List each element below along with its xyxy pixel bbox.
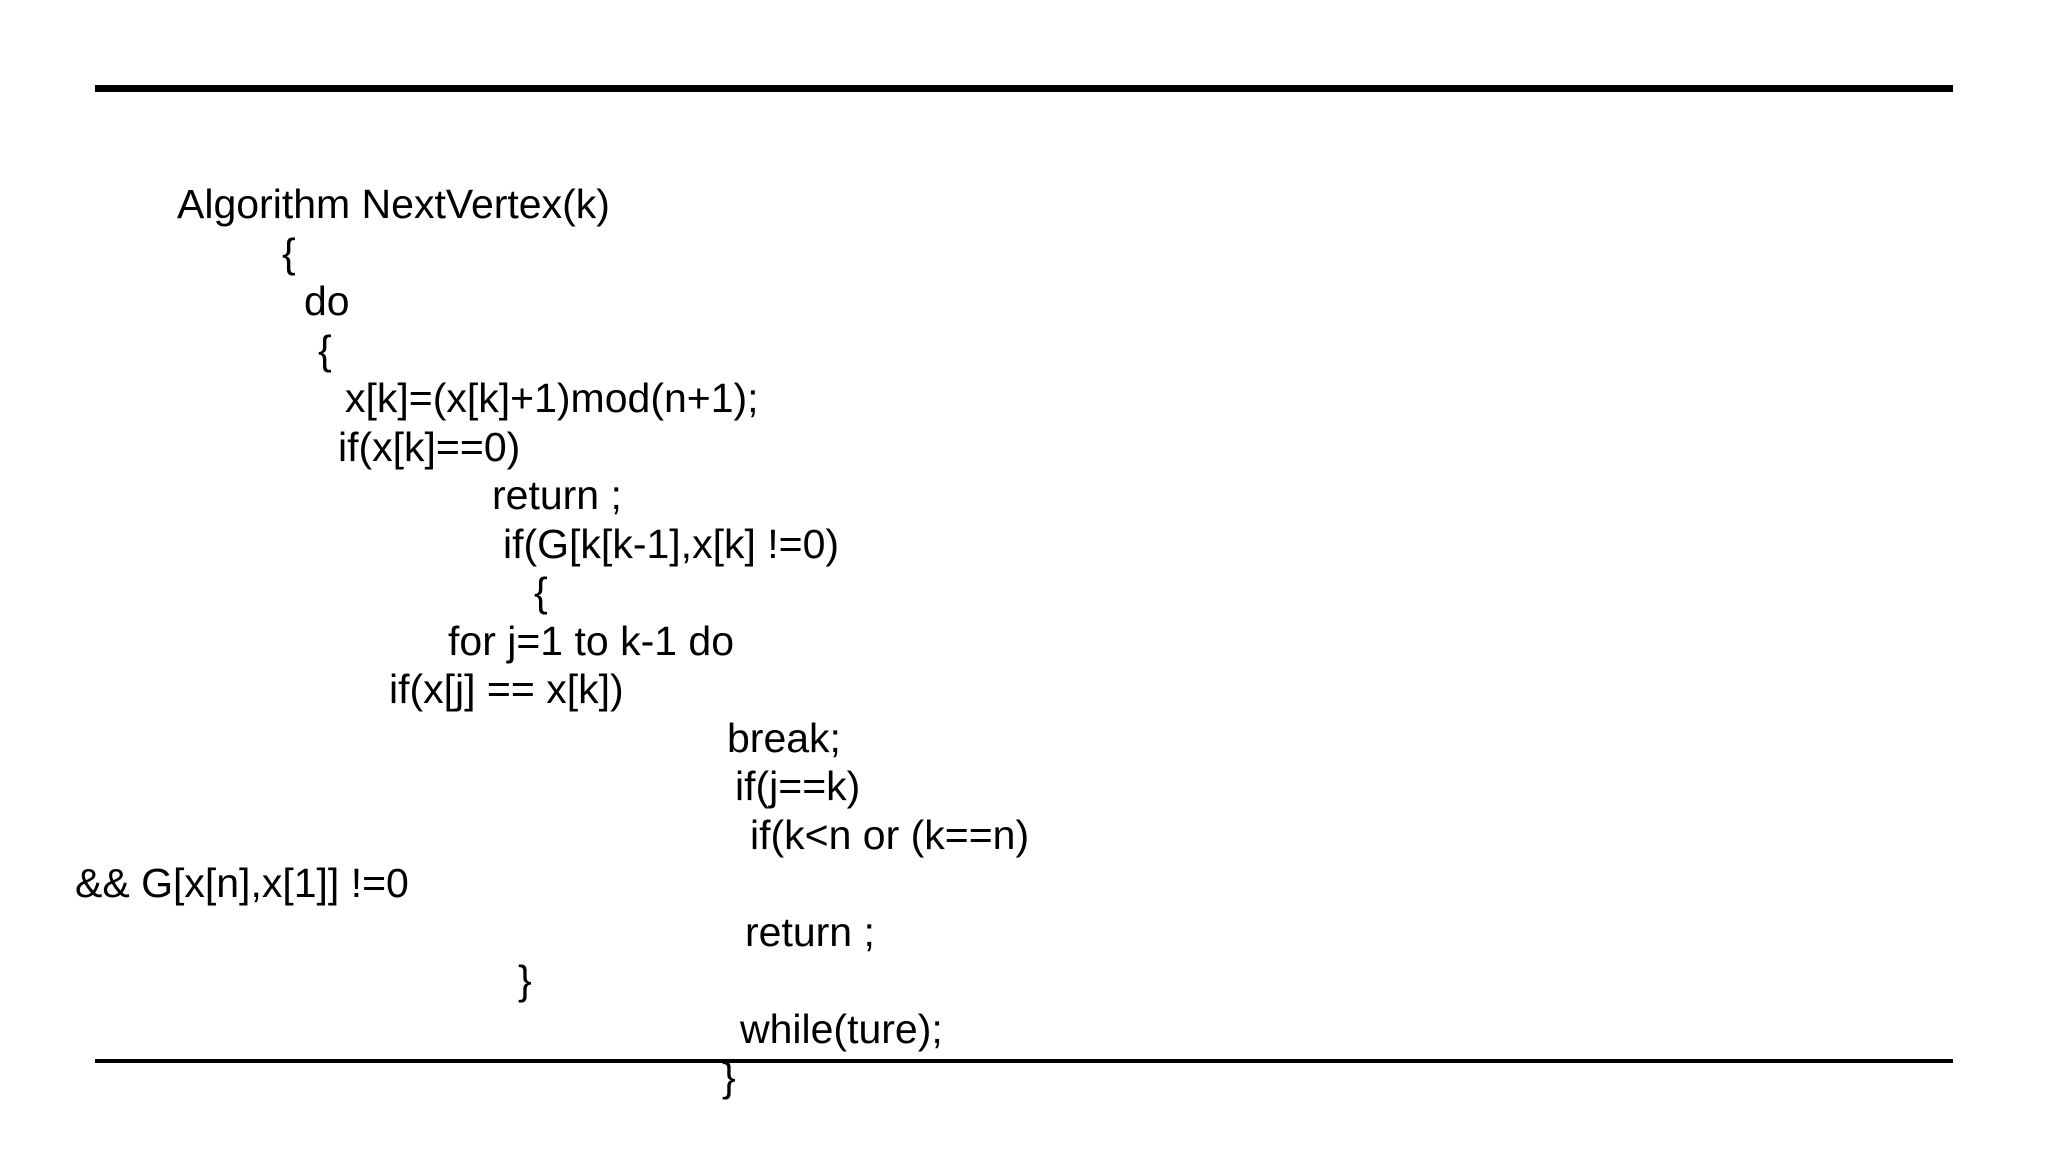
code-line-text: break; [727,714,841,761]
code-line-text: { [282,229,296,276]
code-line: for j=1 to k-1 do [0,617,2048,666]
code-line-text: if(G[k[k-1],x[k] !=0) [503,520,840,567]
algorithm-pseudocode-block: Algorithm NextVertex(k){do{x[k]=(x[k]+1)… [0,180,2048,1102]
code-line: } [0,956,2048,1005]
code-line: return ; [0,908,2048,957]
code-line: if(x[k]==0) [0,423,2048,472]
code-line: do [0,277,2048,326]
code-line-text: { [534,569,548,615]
code-line: if(G[k[k-1],x[k] !=0) [0,520,2048,569]
code-line-text: && G[x[n],x[1]] !=0 [75,860,409,906]
code-line: { [0,568,2048,617]
code-line: Algorithm NextVertex(k) [0,180,2048,229]
code-line-text: } [722,1054,736,1100]
code-line: if(j==k) [0,762,2048,811]
code-line-text: Algorithm NextVertex(k) [177,181,610,227]
code-line-text: if(j==k) [735,763,861,809]
code-line: { [0,229,2048,278]
code-line-text: if(x[k]==0) [338,423,521,470]
code-line-text: return ; [492,472,622,518]
code-line: if(k<n or (k==n) [0,811,2048,860]
top-horizontal-rule [95,85,1953,92]
code-line: } [0,1053,2048,1102]
code-line: && G[x[n],x[1]] !=0 [0,859,2048,908]
code-line-text: do [304,278,350,324]
code-line-text: return ; [745,908,875,955]
code-line-text: x[k]=(x[k]+1)mod(n+1); [345,375,759,421]
code-line-text: if(k<n or (k==n) [750,811,1030,858]
code-line: break; [0,714,2048,763]
code-line-text: if(x[j] == x[k]) [389,666,624,712]
code-line-text: } [518,957,532,1003]
code-line: while(ture); [0,1005,2048,1054]
code-line: return ; [0,471,2048,520]
code-line-text: { [318,326,332,373]
code-line: { [0,326,2048,375]
code-line: if(x[j] == x[k]) [0,665,2048,714]
code-line-text: for j=1 to k-1 do [448,617,735,664]
bottom-horizontal-rule [95,1059,1953,1063]
code-line-text: while(ture); [740,1005,943,1052]
code-line: x[k]=(x[k]+1)mod(n+1); [0,374,2048,423]
